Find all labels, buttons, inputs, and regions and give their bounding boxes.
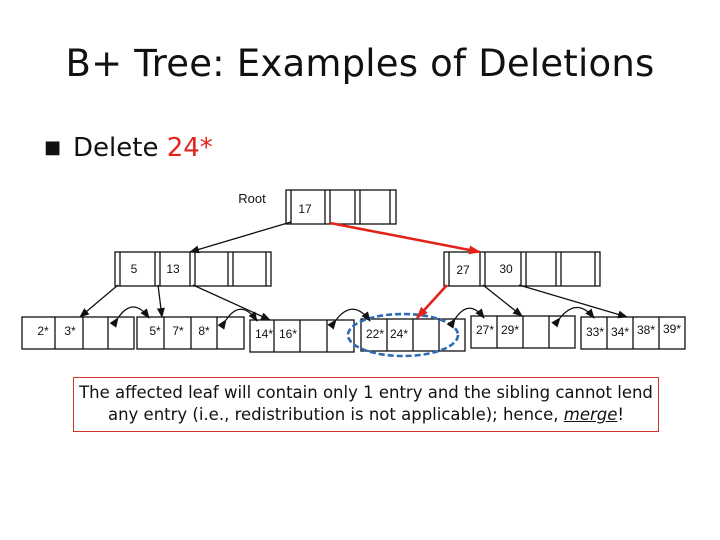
leaf-6-entry-4: 39* bbox=[663, 322, 681, 336]
tree-pointers bbox=[79, 221, 628, 321]
bullet-text: Delete bbox=[73, 133, 167, 163]
explanation-line-2-text: any entry (i.e., redistribution is not a… bbox=[107, 405, 564, 424]
red-arrow-to-affected-leaf bbox=[416, 284, 448, 319]
leaf-node-1 bbox=[21, 316, 135, 350]
left-internal-key-1: 5 bbox=[131, 262, 138, 276]
slide-title: B+ Tree: Examples of Deletions bbox=[65, 42, 655, 85]
leaf-1-entry-2: 3* bbox=[64, 324, 76, 338]
leaf-node-2 bbox=[136, 316, 245, 350]
leaf-4-entry-2: 24* bbox=[390, 327, 408, 341]
red-arrow-root-to-right-internal bbox=[329, 221, 481, 255]
pointer-root-to-left-internal bbox=[189, 221, 292, 254]
explanation-line-1: The affected leaf will contain only 1 en… bbox=[79, 383, 653, 402]
affected-leaf-highlight-circle bbox=[346, 312, 460, 358]
leaf-2-entry-1: 5* bbox=[149, 324, 161, 338]
pointer-to-leaf-3 bbox=[192, 284, 271, 321]
sibling-link-3-4 bbox=[327, 308, 371, 330]
root-key: 17 bbox=[298, 202, 312, 216]
sibling-link-4-5 bbox=[446, 307, 485, 329]
leaf-node-5 bbox=[470, 315, 576, 349]
root-label: Root bbox=[238, 191, 266, 206]
leaf-4-entry-1: 22* bbox=[366, 327, 384, 341]
leaf-2-entry-3: 8* bbox=[198, 324, 210, 338]
sibling-link-2-3 bbox=[217, 308, 258, 330]
bullet-highlight: 24* bbox=[166, 133, 213, 163]
leaf-2-entry-2: 7* bbox=[172, 324, 184, 338]
leaf-3-entry-1: 14* bbox=[255, 327, 273, 341]
leaf-3-entry-2: 16* bbox=[279, 327, 297, 341]
search-path bbox=[329, 221, 481, 319]
sibling-link-1-2 bbox=[109, 306, 150, 328]
leaf-node-4 bbox=[360, 318, 466, 352]
left-internal-node bbox=[114, 251, 272, 287]
leaf-1-entry-1: 2* bbox=[37, 324, 49, 338]
pointer-to-leaf-5 bbox=[482, 284, 523, 317]
leaf-6-entry-1: 33* bbox=[586, 325, 604, 339]
leaf-node-6 bbox=[580, 316, 686, 350]
explanation-line-2: any entry (i.e., redistribution is not a… bbox=[74, 404, 658, 426]
square-bullet-icon: ■ bbox=[44, 137, 62, 158]
pointer-to-leaf-2 bbox=[156, 284, 165, 318]
pointer-to-leaf-6 bbox=[518, 284, 628, 319]
leaf-node-3 bbox=[249, 319, 355, 353]
leaf-5-entry-2: 29* bbox=[501, 323, 519, 337]
left-internal-key-2: 13 bbox=[166, 262, 180, 276]
leaf-6-entry-2: 34* bbox=[611, 325, 629, 339]
explanation-box: The affected leaf will contain only 1 en… bbox=[73, 377, 659, 432]
leaf-5-entry-1: 27* bbox=[476, 323, 494, 337]
right-internal-key-2: 30 bbox=[499, 262, 513, 276]
right-internal-key-1: 27 bbox=[456, 263, 470, 277]
leaf-6-entry-3: 38* bbox=[637, 323, 655, 337]
pointer-to-leaf-1 bbox=[79, 284, 119, 318]
bullet-item: ■ Delete 24* bbox=[44, 133, 213, 163]
explanation-line-2-end: ! bbox=[617, 405, 625, 424]
merge-emphasis: merge bbox=[563, 405, 618, 424]
sibling-links bbox=[109, 306, 595, 330]
sibling-link-5-6 bbox=[551, 306, 595, 328]
